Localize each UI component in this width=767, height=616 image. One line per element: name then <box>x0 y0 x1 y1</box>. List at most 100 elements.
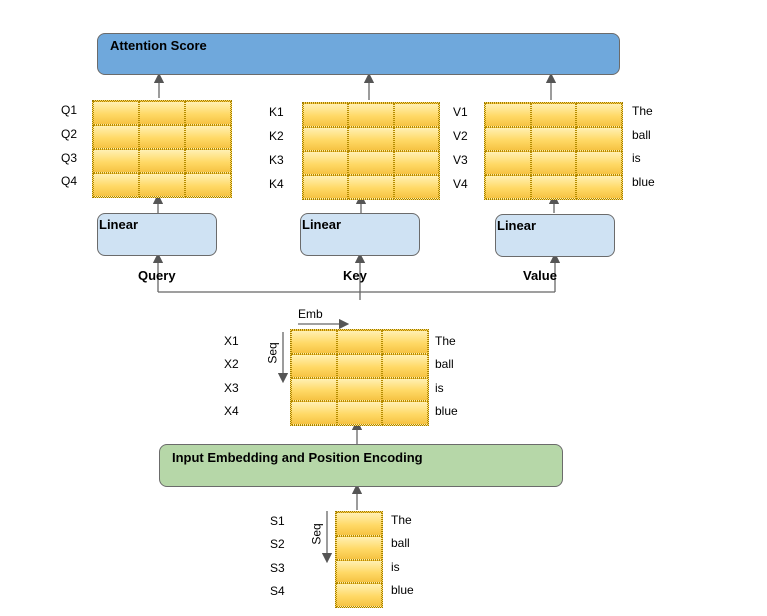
value-matrix <box>484 102 623 200</box>
q3-label: Q3 <box>61 151 78 165</box>
query-input-label: Query <box>138 268 176 283</box>
x-word-the: The <box>435 334 456 348</box>
x-word-blue: blue <box>435 404 458 418</box>
x-word-ball: ball <box>435 357 454 371</box>
v4-label: V4 <box>453 177 468 191</box>
x-word-is: is <box>435 381 444 395</box>
k2-label: K2 <box>269 129 284 143</box>
s-word-the: The <box>391 513 412 527</box>
matrix-cell <box>336 559 382 584</box>
seq-axis-label: Seq <box>265 342 280 364</box>
x2-label: X2 <box>224 357 239 371</box>
matrix-cell <box>530 103 577 127</box>
v2-label: V2 <box>453 129 468 143</box>
matrix-cell <box>576 103 622 127</box>
matrix-cell <box>485 175 531 199</box>
s4-label: S4 <box>270 584 285 598</box>
matrix-cell <box>348 175 394 199</box>
matrix-cell <box>139 101 185 125</box>
matrix-cell <box>485 103 531 127</box>
matrix-cell <box>185 173 231 197</box>
matrix-cell <box>185 125 231 149</box>
value-linear-label: Linear <box>497 218 537 233</box>
matrix-cell <box>348 127 394 151</box>
emb-axis-label: Emb <box>298 307 323 321</box>
x3-label: X3 <box>224 381 239 395</box>
matrix-cell <box>336 353 383 378</box>
matrix-cell <box>348 103 394 127</box>
s2-label: S2 <box>270 537 285 551</box>
matrix-cell <box>576 127 622 151</box>
matrix-cell <box>382 353 428 378</box>
matrix-cell <box>530 127 577 151</box>
token-column <box>335 511 383 608</box>
matrix-cell <box>382 330 428 354</box>
x4-label: X4 <box>224 404 239 418</box>
value-input-label: Value <box>523 268 557 283</box>
matrix-cell <box>485 151 531 175</box>
word-blue: blue <box>632 175 655 189</box>
matrix-cell <box>348 151 394 175</box>
matrix-cell <box>576 175 622 199</box>
matrix-cell <box>393 175 439 199</box>
matrix-cell <box>382 401 428 425</box>
matrix-cell <box>382 377 428 402</box>
matrix-cell <box>336 512 382 536</box>
s-word-ball: ball <box>391 536 410 550</box>
s-word-blue: blue <box>391 583 414 597</box>
matrix-cell <box>530 175 577 199</box>
attention-score-label: Attention Score <box>110 38 207 53</box>
matrix-cell <box>139 125 185 149</box>
v1-label: V1 <box>453 105 468 119</box>
matrix-cell <box>185 149 231 173</box>
word-is: is <box>632 151 641 165</box>
matrix-cell <box>93 149 139 173</box>
q2-label: Q2 <box>61 127 78 141</box>
matrix-cell <box>336 330 383 354</box>
query-linear-label: Linear <box>99 217 139 232</box>
matrix-cell <box>393 151 439 175</box>
key-linear-label: Linear <box>302 217 342 232</box>
q1-label: Q1 <box>61 103 78 117</box>
input-embedding-label: Input Embedding and Position Encoding <box>172 450 423 465</box>
k3-label: K3 <box>269 153 284 167</box>
s1-label: S1 <box>270 514 285 528</box>
query-matrix <box>92 100 232 198</box>
matrix-cell <box>139 173 185 197</box>
attention-score-box: Attention Score <box>97 33 620 75</box>
matrix-cell <box>291 330 337 354</box>
matrix-cell <box>336 583 382 607</box>
query-linear-box: Linear <box>97 213 217 256</box>
input-embedding-box: Input Embedding and Position Encoding <box>159 444 563 487</box>
key-input-label: Key <box>343 268 367 283</box>
matrix-cell <box>303 151 349 175</box>
matrix-cell <box>393 127 439 151</box>
matrix-cell <box>291 377 337 402</box>
word-the: The <box>632 104 653 118</box>
matrix-cell <box>291 401 337 425</box>
matrix-cell <box>139 149 185 173</box>
matrix-cell <box>530 151 577 175</box>
matrix-cell <box>336 401 383 425</box>
matrix-cell <box>185 101 231 125</box>
matrix-cell <box>336 377 383 402</box>
key-matrix <box>302 102 440 200</box>
matrix-cell <box>576 151 622 175</box>
v3-label: V3 <box>453 153 468 167</box>
q4-label: Q4 <box>61 174 78 188</box>
k4-label: K4 <box>269 177 284 191</box>
matrix-cell <box>291 353 337 378</box>
matrix-cell <box>93 101 139 125</box>
k1-label: K1 <box>269 105 284 119</box>
value-linear-box: Linear <box>495 214 615 257</box>
matrix-cell <box>93 173 139 197</box>
matrix-cell <box>336 535 382 560</box>
matrix-cell <box>93 125 139 149</box>
s-word-is: is <box>391 560 400 574</box>
matrix-cell <box>303 175 349 199</box>
matrix-cell <box>303 127 349 151</box>
key-linear-box: Linear <box>300 213 420 256</box>
word-ball: ball <box>632 128 651 142</box>
matrix-cell <box>485 127 531 151</box>
